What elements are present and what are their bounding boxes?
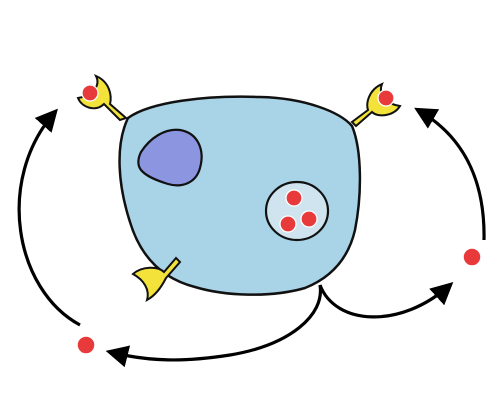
ligand-icon [300,210,318,228]
vesicle-icon [264,180,330,242]
ligand-icon [81,84,99,102]
receptor-icon [131,256,182,303]
ligand-icon [76,335,96,355]
arrow-left-loop [17,108,81,327]
receptor-icon [350,82,402,128]
receptors-group [76,74,402,303]
ligand-icon [462,247,482,267]
nucleus-icon [137,128,203,187]
arrows-group [17,107,486,368]
ligand-icon [285,189,303,207]
arrow-right-up [414,107,486,241]
arrow-bottom-to-left [105,284,323,368]
ligand-icon [279,215,297,233]
receptor-icon [76,74,128,122]
free-ligands-group [76,247,482,355]
arrow-bottom-to-right [318,282,454,319]
ligand-icon [377,89,395,107]
